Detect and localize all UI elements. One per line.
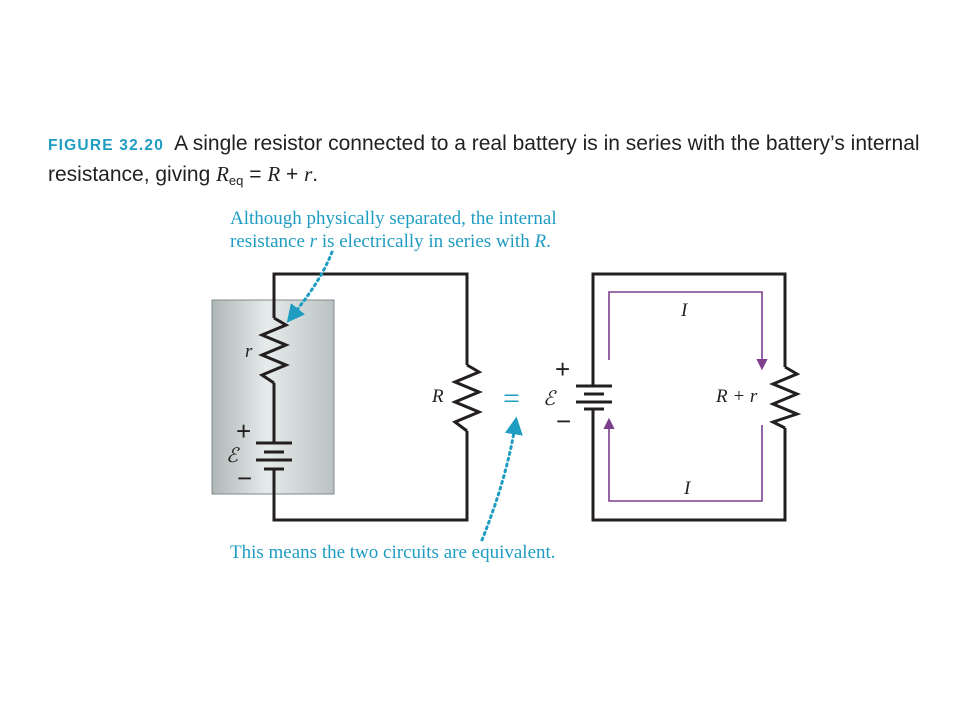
caption-text-4: .: [312, 163, 319, 186]
figure-label: FIGURE 32.20: [48, 137, 165, 154]
plus-right-label: +: [555, 354, 570, 384]
emf-left-label: ℰ: [226, 443, 240, 467]
combined-label: R + r: [715, 386, 758, 407]
minus-left-label: −: [237, 463, 252, 493]
right-circuit-wires: [591, 272, 787, 522]
top-annotation-line-1: Although physically separated, the inter…: [230, 208, 557, 229]
bottom-pointer-arrow: [480, 416, 523, 542]
top-annotation: Although physically separated, the inter…: [230, 207, 650, 253]
current-path-top: [608, 291, 768, 371]
caption-req-symbol: R: [216, 162, 229, 186]
top-annotation-line-2: resistance r is electrically in series w…: [230, 230, 650, 253]
minus-right-label: −: [556, 406, 571, 436]
plus-left-label: +: [236, 416, 251, 446]
emf-right-label: ℰ: [543, 386, 557, 410]
caption-text-2: =: [243, 163, 268, 186]
equals-sign: =: [503, 382, 520, 415]
bottom-annotation: This means the two circuits are equivale…: [230, 542, 556, 563]
load-R-label: R: [431, 386, 444, 407]
top-annotation-r: r: [309, 231, 318, 252]
internal-resistor: [258, 316, 290, 385]
internal-r-label: r: [245, 341, 253, 362]
current-bottom-label: I: [683, 478, 692, 499]
top-annotation-R: R: [534, 231, 547, 252]
combined-resistor: [769, 365, 802, 430]
caption-req-subscript: eq: [228, 173, 244, 188]
current-top-label: I: [680, 300, 689, 321]
top-annotation-text-e: .: [546, 231, 551, 252]
right-battery: [576, 384, 612, 411]
top-annotation-text-a: resistance: [230, 231, 310, 252]
caption-r-big: R: [267, 162, 281, 186]
caption-r-small: r: [304, 162, 313, 186]
left-circuit-wires: [272, 272, 469, 522]
current-path-bottom: [603, 417, 763, 502]
top-annotation-text-c: is electrically in series with: [317, 231, 535, 252]
load-resistor: [451, 363, 483, 433]
caption-text-1: A single resistor connected to a real ba…: [48, 132, 920, 186]
top-pointer-arrow: [286, 250, 334, 323]
caption-text-3: +: [280, 163, 305, 186]
